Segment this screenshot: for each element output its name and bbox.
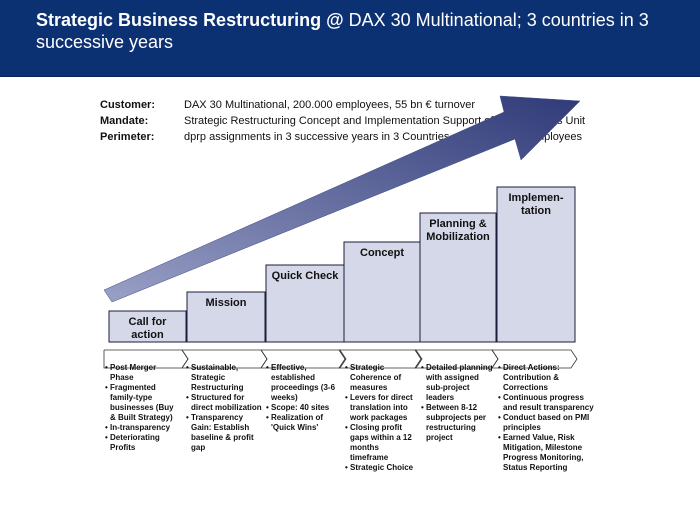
phase-label: Mobilization <box>426 231 490 243</box>
phase-details: Detailed planning with assigned sub-proj… <box>421 363 495 443</box>
progress-arrow <box>103 95 581 303</box>
slide-title-bold: Strategic Business Restructuring @ <box>36 10 344 30</box>
phase-label: action <box>131 329 164 341</box>
phase-label: Concept <box>360 247 404 259</box>
slide-title-rest: DAX 30 Multinational; 3 countries in 3 s… <box>36 10 649 52</box>
phase-step <box>186 291 266 343</box>
phase-bullet: Transparency Gain: Establish baseline & … <box>186 413 262 453</box>
phase-bullet: Effective, established proceedings (3-6 … <box>266 363 342 403</box>
phase-bullet: Strategic Choice <box>345 463 419 473</box>
phase-details: Sustainable, Strategic RestructuringStru… <box>186 363 262 453</box>
phase-step <box>419 212 497 343</box>
phase-bullet-list: Effective, established proceedings (3-6 … <box>266 363 342 433</box>
phase-details: Direct Actions: Contribution & Correctio… <box>498 363 598 473</box>
info-label: Mandate: <box>100 115 149 127</box>
phase-label: Planning & <box>429 218 487 230</box>
info-value: DAX 30 Multinational, 200.000 employees,… <box>184 99 476 111</box>
slide-title: Strategic Business Restructuring @ DAX 3… <box>36 9 676 53</box>
phase-bullet: Fragmented family-type businesses (Buy &… <box>105 383 181 423</box>
phase-bullet: Structured for direct mobilization <box>186 393 262 413</box>
phase-bullet: In-transparency <box>105 423 181 433</box>
phase-label: Mission <box>206 297 247 309</box>
phase-bullet-list: Detailed planning with assigned sub-proj… <box>421 363 495 443</box>
phase-label: tation <box>521 205 551 217</box>
phase-bullet: Deteriorating Profits <box>105 433 181 453</box>
phase-label: Implemen- <box>508 192 563 204</box>
phase-label: Call for <box>129 316 168 328</box>
phase-details: Strategic Coherence of measuresLevers fo… <box>345 363 419 473</box>
phase-label: Quick Check <box>272 270 340 282</box>
phase-bullet: Strategic Coherence of measures <box>345 363 419 393</box>
phase-bullet: Direct Actions: Contribution & Correctio… <box>498 363 598 393</box>
phase-step <box>108 310 187 343</box>
info-label: Perimeter: <box>100 131 155 143</box>
phase-bullet-list: Direct Actions: Contribution & Correctio… <box>498 363 598 473</box>
phase-bullet: Detailed planning with assigned sub-proj… <box>421 363 495 403</box>
phase-bullet: Post Merger Phase <box>105 363 181 383</box>
phase-bullet: Closing profit gaps within a 12 months t… <box>345 423 419 463</box>
info-row-customer: Customer: DAX 30 Multinational, 200.000 … <box>100 97 660 113</box>
phase-bullet: Realization of 'Quick Wins' <box>266 413 342 433</box>
phase-bullet-list: Post Merger PhaseFragmented family-type … <box>105 363 181 453</box>
phase-bullet: Continuous progress and result transpare… <box>498 393 598 413</box>
phase-bullet: Levers for direct translation into work … <box>345 393 419 423</box>
phase-step <box>265 264 345 343</box>
phase-bullet: Scope: 40 sites <box>266 403 342 413</box>
phase-bullet: Earned Value, Risk Mitigation, Milestone… <box>498 433 598 473</box>
phase-bullet-list: Sustainable, Strategic RestructuringStru… <box>186 363 262 453</box>
phase-step <box>343 241 421 343</box>
phase-bullet: Sustainable, Strategic Restructuring <box>186 363 262 393</box>
title-banner: Strategic Business Restructuring @ DAX 3… <box>0 0 700 77</box>
phase-details: Post Merger PhaseFragmented family-type … <box>105 363 181 453</box>
phase-details: Effective, established proceedings (3-6 … <box>266 363 342 433</box>
phase-bullet-list: Strategic Coherence of measuresLevers fo… <box>345 363 419 473</box>
phase-bullet: Between 8-12 subprojects per restructuri… <box>421 403 495 443</box>
phase-bullet: Conduct based on PMI principles <box>498 413 598 433</box>
info-label: Customer: <box>100 99 156 111</box>
phase-step <box>496 186 576 343</box>
